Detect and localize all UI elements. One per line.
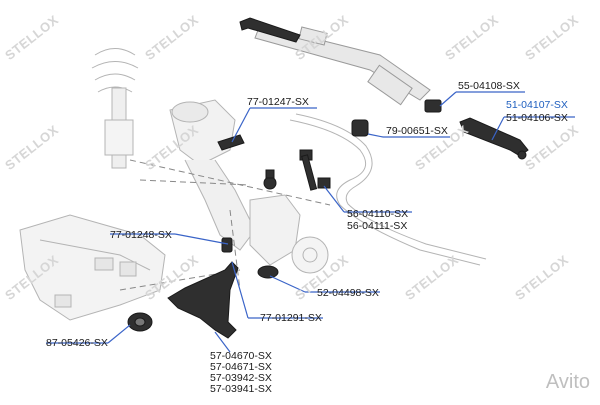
silent-block — [127, 312, 153, 332]
stabilizer-link — [299, 149, 331, 191]
left-tie-rod — [239, 17, 301, 43]
part-label-57-03942: 57-03942-SX — [210, 372, 272, 384]
lower-control-arm — [167, 261, 239, 339]
part-label-55-04108: 55-04108-SX — [458, 80, 520, 92]
ball-joint — [263, 169, 277, 190]
part-label-51-04106: 51-04106-SX — [506, 112, 568, 124]
part-label-51-04107: 51-04107-SX — [506, 99, 568, 111]
part-label-79-00651: 79-00651-SX — [386, 125, 448, 137]
technical-drawing — [19, 48, 487, 321]
part-label-56-04110: 56-04110-SX — [347, 208, 409, 220]
subframe-drawing — [19, 214, 166, 321]
stabilizer-bar-drawing — [289, 113, 487, 266]
part-label-77-01291: 77-01291-SX — [260, 312, 322, 324]
rack-bushing — [424, 99, 442, 113]
part-label-57-03941: 57-03941-SX — [210, 383, 272, 395]
avito-watermark: Avito — [545, 371, 590, 393]
strut-spring-drawing — [91, 48, 139, 169]
hub-bearing — [257, 265, 279, 279]
part-label-57-04670: 57-04670-SX — [210, 350, 272, 362]
stabilizer-bushing — [351, 119, 369, 137]
part-label-52-04498: 52-04498-SX — [317, 287, 379, 299]
leader-lines — [46, 91, 575, 353]
steering-rack — [254, 24, 431, 106]
part-label-56-04111: 56-04111-SX — [347, 220, 408, 232]
part-label-77-01248: 77-01248-SX — [110, 229, 172, 241]
arm-bushing — [221, 237, 233, 253]
part-label-57-04671: 57-04671-SX — [210, 361, 272, 373]
part-label-87-05426: 87-05426-SX — [46, 337, 108, 349]
knuckle-drawing — [169, 99, 329, 274]
upper-bushing — [217, 134, 245, 151]
part-label-77-01247: 77-01247-SX — [247, 96, 309, 108]
